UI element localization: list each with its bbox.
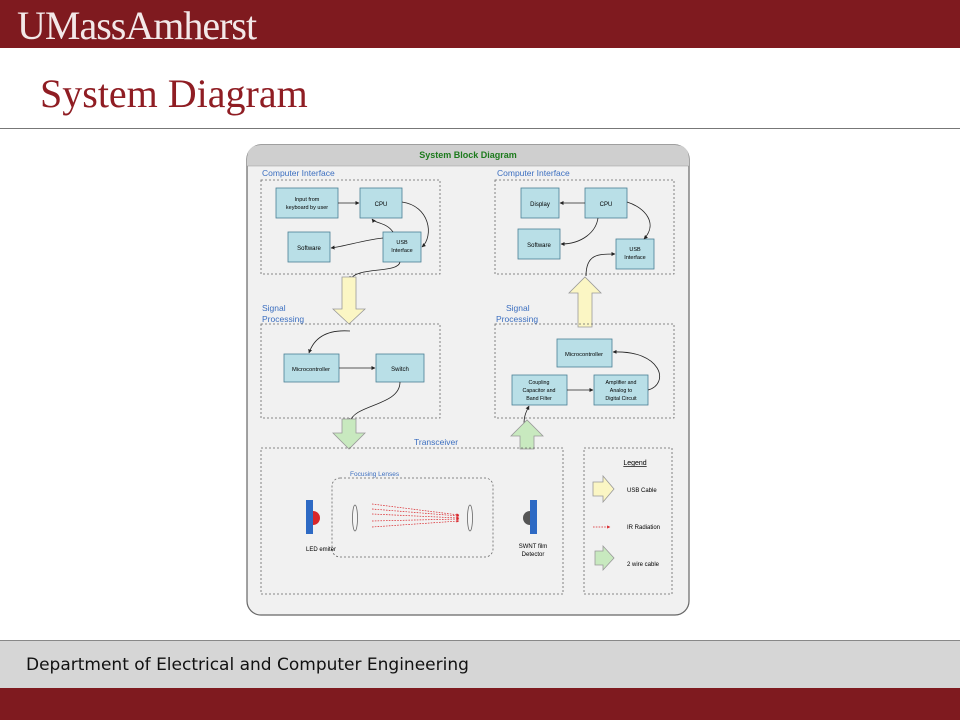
legend-frame [583, 447, 673, 595]
detector-label-2: Detector [522, 552, 545, 558]
display-block [520, 187, 560, 219]
display-label: Display [530, 202, 550, 208]
coupling-line3: Band Filter [526, 396, 552, 402]
left-computer-label: Computer Interface [262, 168, 335, 178]
right-computer-frame [494, 179, 675, 275]
usb-cable-arrow-down [331, 276, 367, 325]
right-signal-label-2: Processing [496, 314, 538, 324]
right-software-label: Software [527, 243, 551, 249]
keyboard-input-line1: Input from [295, 197, 320, 203]
left-usb-line1: USB [396, 240, 408, 246]
switch-block [375, 353, 425, 383]
transceiver: Transceiver Focusing Lenses LED emiter S… [260, 437, 564, 595]
switch-label: Switch [391, 367, 409, 373]
right-software-block [517, 228, 561, 260]
title-divider [0, 128, 960, 129]
led-emitter-label: LED emiter [306, 547, 336, 553]
led-emitter-body [306, 500, 313, 534]
left-signal-frame [260, 323, 441, 419]
diagram-title-bar [247, 145, 689, 166]
left-signal-label-2: Processing [262, 314, 304, 324]
left-computer-frame [260, 179, 441, 275]
right-usb-line2: Interface [624, 255, 645, 261]
two-wire-arrow-down [332, 418, 366, 450]
slide-title: System Diagram [40, 71, 308, 116]
left-cpu-block [359, 187, 403, 219]
bottom-band [0, 688, 960, 720]
coupling-line1: Coupling [529, 380, 550, 386]
amplifier-line2: Analog to [610, 388, 632, 394]
right-microcontroller-label: Microcontroller [565, 352, 603, 358]
right-signal-label-1: Signal [506, 303, 530, 313]
legend-two-wire-label: 2 wire cable [627, 562, 660, 568]
header-band: UMassAmherst [0, 0, 960, 48]
right-usb-block [615, 238, 655, 270]
right-usb-line1: USB [629, 247, 641, 253]
diagram-title: System Block Diagram [419, 150, 517, 160]
left-software-block [287, 231, 331, 263]
umass-amherst-logo: UMassAmherst [17, 3, 257, 48]
transceiver-label: Transceiver [414, 437, 458, 447]
focusing-lenses-label: Focusing Lenses [350, 471, 400, 478]
legend-usb-label: USB Cable [627, 488, 657, 494]
right-signal-processing: Signal Processing Microcontroller Coupli… [494, 303, 675, 425]
right-computer-label: Computer Interface [497, 168, 570, 178]
led-emitter-dome [313, 511, 320, 525]
right-computer-interface: Computer Interface Display CPU Software … [494, 168, 675, 277]
coupling-filter-block [511, 374, 568, 406]
left-software-label: Software [297, 246, 321, 252]
left-signal-label-1: Signal [262, 303, 286, 313]
swnt-detector-body [530, 500, 537, 534]
usb-cable-arrow-up [568, 276, 602, 328]
legend-ir-label: IR Radiation [627, 525, 660, 531]
left-cpu-label: CPU [375, 202, 388, 208]
system-block-diagram: System Block Diagram Computer Interface … [246, 144, 690, 616]
left-microcontroller-label: Microcontroller [292, 367, 330, 373]
coupling-line2: Capacitor and [523, 388, 556, 394]
right-cpu-label: CPU [600, 202, 613, 208]
right-signal-frame [494, 323, 675, 419]
amplifier-line1: Amplifier and [606, 380, 637, 386]
left-usb-block [382, 231, 422, 263]
amplifier-line3: Digital Circuit [605, 396, 637, 402]
keyboard-input-line2: keyboard by user [286, 205, 328, 211]
keyboard-input-block [275, 187, 339, 219]
detector-label-1: SWNT film [519, 544, 548, 550]
left-usb-line2: Interface [391, 248, 412, 254]
legend-two-wire-arrow [594, 544, 615, 572]
left-signal-processing: Signal Processing Microcontroller Switch [260, 303, 441, 423]
legend: Legend USB Cable IR Radiation 2 wire cab… [583, 447, 673, 595]
right-cpu-block [584, 187, 628, 219]
two-wire-arrow-up [510, 419, 544, 450]
ir-rays [371, 503, 460, 528]
legend-usb-arrow [592, 474, 615, 504]
left-computer-interface: Computer Interface Input from keyboard b… [260, 168, 441, 281]
focusing-lens-right [467, 504, 473, 532]
swnt-detector-dome [523, 511, 530, 525]
right-microcontroller-block [556, 338, 613, 368]
department-name: Department of Electrical and Computer En… [26, 655, 469, 675]
left-microcontroller-block [283, 353, 340, 383]
focusing-lens-left [352, 504, 358, 532]
footer-band: Department of Electrical and Computer En… [0, 640, 960, 688]
focusing-lenses-frame [331, 477, 494, 558]
legend-title: Legend [623, 460, 646, 467]
